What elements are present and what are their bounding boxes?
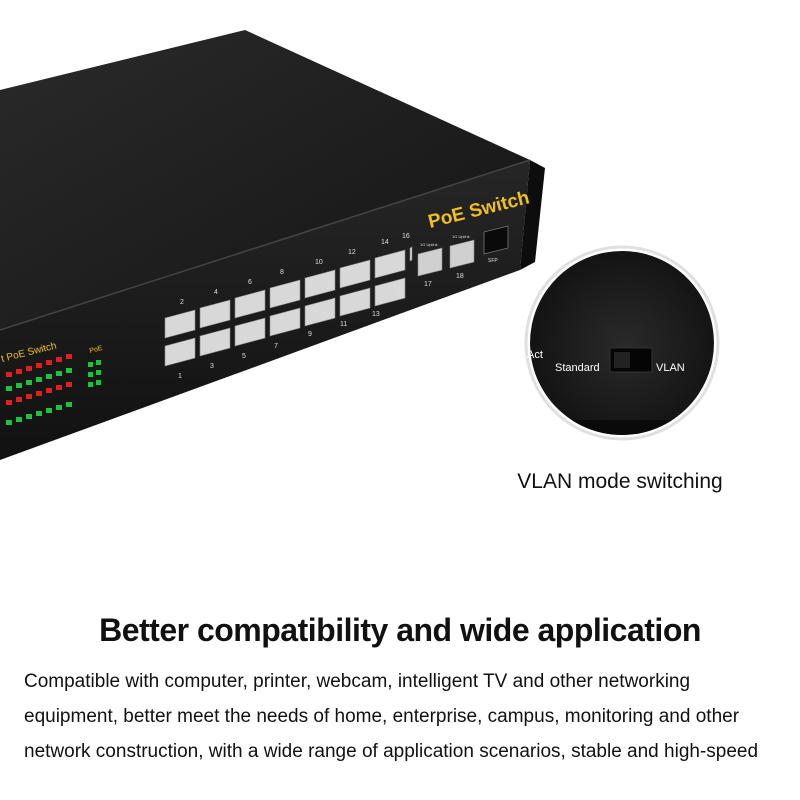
description: Compatible with computer, printer, webca… — [24, 664, 794, 769]
act-label: Act — [527, 349, 543, 361]
port-number-1: 1 — [178, 373, 182, 380]
port-number-10: 10 — [315, 259, 323, 266]
rj45-port-group-2 — [304, 246, 413, 327]
port-number-16: 16 — [402, 233, 410, 240]
uplink-label-18: 1G Uplink — [452, 234, 470, 239]
product-photo: PoE Switch t PoE Switch PoE — [0, 30, 720, 460]
uplink-label-17: 1G Uplink — [420, 242, 438, 247]
port-number-4: 4 — [214, 289, 218, 296]
description-line: Compatible with computer, printer, webca… — [24, 671, 691, 692]
port-number-5: 5 — [242, 353, 246, 360]
port-number-14: 14 — [381, 239, 389, 246]
port-number-3: 3 — [210, 363, 214, 370]
led-indicators — [6, 354, 101, 425]
port-number-15: 15 — [394, 289, 402, 296]
uplink-ports — [417, 239, 475, 277]
port-number-6: 6 — [248, 279, 252, 286]
port-number-11: 11 — [340, 321, 347, 328]
description-line: network construction, with a wide range … — [24, 741, 759, 762]
zoom-caption: VLAN mode switching — [517, 470, 723, 493]
poe-switch-device: PoE Switch t PoE Switch PoE — [0, 30, 545, 460]
vlan-label: VLAN — [656, 362, 685, 374]
description-line: equipment, better meet the needs of home… — [24, 706, 740, 727]
port-number-9: 9 — [308, 331, 312, 338]
rj45-port-group-1 — [164, 279, 301, 367]
headline: Better compatibility and wide applicatio… — [99, 612, 701, 648]
sfp-label: SFP — [488, 258, 498, 264]
port-number-2: 2 — [180, 299, 184, 306]
sfp-port — [483, 225, 509, 255]
port-number-18: 18 — [456, 273, 464, 280]
port-number-12: 12 — [348, 249, 356, 256]
port-number-8: 8 — [280, 269, 284, 276]
port-number-13: 13 — [372, 311, 380, 318]
vlan-switch-zoom: Act Standard VLAN — [524, 245, 720, 441]
poe-label: PoE — [89, 345, 104, 355]
port-number-7: 7 — [274, 343, 278, 350]
standard-label: Standard — [555, 362, 600, 374]
port-number-17: 17 — [424, 281, 432, 288]
